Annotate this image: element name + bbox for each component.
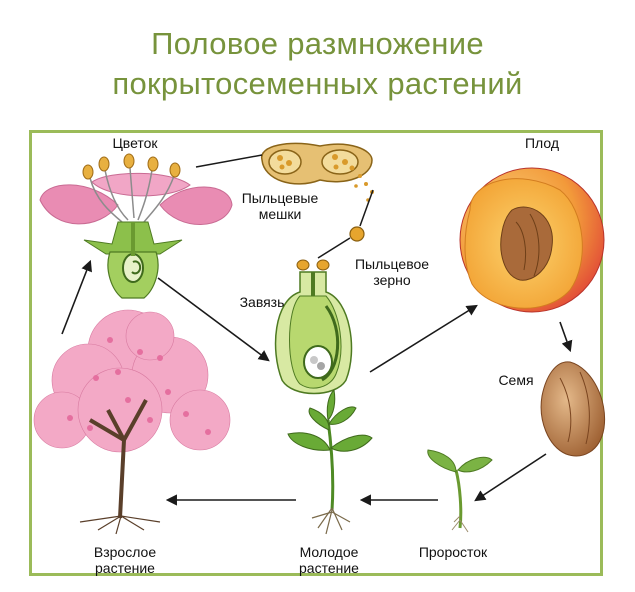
label-ovary: Завязь (239, 294, 285, 310)
cycle-arrows (61, 259, 573, 506)
diagram-frame (29, 130, 603, 576)
label-sprout: Проросток (418, 544, 488, 560)
page-title-line-1: Половое размножение (151, 26, 484, 61)
adult-plant-illustration (33, 309, 231, 535)
label-young-plant-line-2: растение (299, 560, 359, 576)
label-pollen-sacs-line-1: Пыльцевые (241, 190, 319, 206)
young-plant-illustration (287, 388, 373, 535)
label-fruit: Плод (524, 135, 560, 151)
fruit-illustration (459, 167, 605, 313)
seed-illustration (540, 361, 606, 457)
label-flower: Цветок (112, 135, 158, 151)
label-pollen-grain-line-2: зерно (373, 272, 411, 288)
label-adult-plant-line-1: Взрослое (93, 544, 157, 560)
label-pollen-grain-line-1: Пыльцевое (354, 256, 430, 272)
label-pollen-sacs-line-2: мешки (258, 206, 302, 222)
label-adult-plant-line-2: растение (95, 560, 155, 576)
label-young-plant-line-1: Молодое (299, 544, 359, 560)
flower-illustration (39, 153, 233, 299)
page-title-line-2: покрытосеменных растений (112, 66, 523, 101)
label-seed: Семя (498, 372, 534, 388)
ovary-illustration (274, 259, 353, 395)
pollen-sacs-illustration (261, 142, 374, 242)
sprout-illustration (427, 449, 493, 533)
